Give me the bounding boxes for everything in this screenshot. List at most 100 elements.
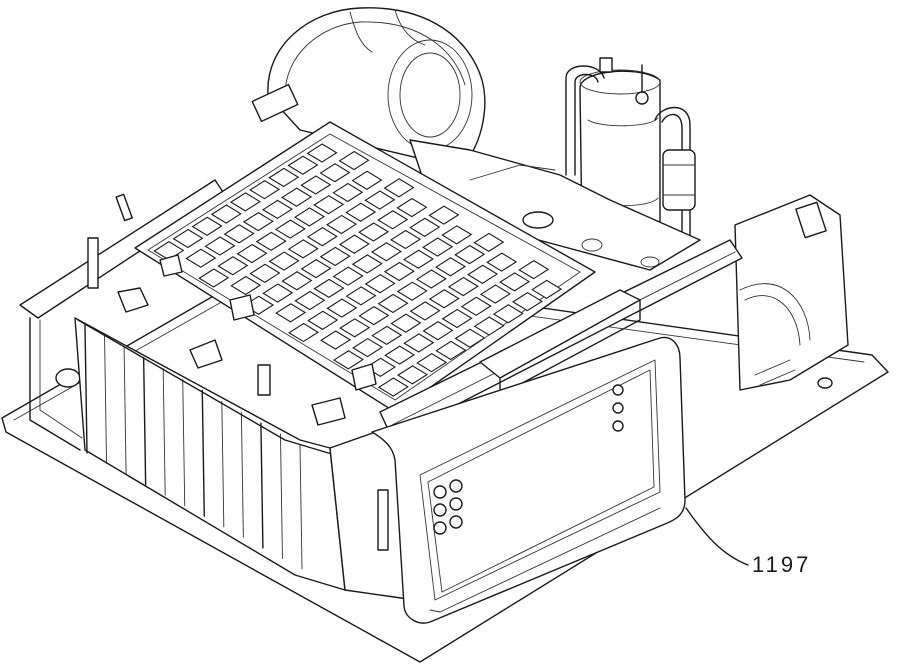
grille-cell	[191, 216, 223, 236]
grille-cell	[204, 236, 236, 256]
grille-cell	[319, 246, 351, 267]
grille-cell	[319, 163, 351, 183]
grille-cell	[217, 256, 249, 276]
front-window-frame	[371, 336, 686, 624]
grille-cell	[396, 197, 428, 218]
grille-cell	[377, 377, 409, 397]
grille-cell	[390, 229, 422, 250]
evaporator-fin	[201, 389, 205, 517]
grille-cell	[454, 328, 486, 348]
grille-cell	[320, 330, 352, 350]
grille-cell	[306, 143, 338, 163]
grille-cell	[467, 264, 499, 284]
grille-cell	[499, 272, 531, 292]
grille-cell	[210, 204, 242, 224]
reference-label: 1197	[752, 552, 811, 577]
grille-cell	[249, 263, 281, 283]
evaporator-fin	[299, 444, 303, 570]
grille-cell	[293, 207, 326, 227]
grille-cell	[409, 301, 441, 321]
grille-cell	[383, 261, 415, 282]
grille-cell	[300, 258, 332, 279]
grille-cell	[268, 167, 300, 188]
grille-cell	[332, 266, 364, 286]
grille-cell	[351, 254, 383, 274]
grille-cell	[332, 350, 364, 370]
evaporator-fin	[260, 422, 264, 549]
grille-cell	[364, 274, 396, 294]
top-grille	[134, 121, 596, 413]
grille-cell	[358, 222, 390, 242]
grille-cell	[229, 192, 261, 212]
grille-cell	[288, 322, 320, 343]
evaporator-block	[74, 317, 416, 601]
evaporator-fin	[142, 357, 147, 486]
grille-cell	[422, 321, 454, 341]
grille-cell	[345, 202, 377, 222]
grille-cell	[352, 337, 384, 358]
evaporator-fin	[280, 433, 283, 559]
right-housing	[734, 194, 849, 391]
grille-cell	[479, 284, 511, 304]
grille-cell	[339, 318, 371, 338]
evaporator-fin	[104, 335, 107, 464]
grille-cell	[473, 232, 505, 253]
grille-cell	[287, 155, 319, 175]
grille-cell	[287, 239, 319, 259]
grille-cell	[236, 243, 268, 264]
grille-cell	[377, 210, 409, 230]
grille-cell	[326, 214, 358, 235]
grille-cell	[338, 234, 370, 254]
grille-cell	[249, 180, 281, 200]
grille-cell	[313, 278, 345, 299]
grille-cell	[364, 190, 396, 210]
grille-cell	[153, 241, 185, 261]
grille-cell	[403, 333, 435, 353]
grille-cell	[492, 304, 524, 324]
grille-cell	[300, 175, 332, 195]
grille-cell	[415, 269, 447, 289]
grille-cell	[332, 182, 364, 203]
grille-cell	[358, 305, 390, 326]
grille-cell	[435, 257, 467, 277]
grille-cell	[390, 313, 422, 333]
evaporator-fin	[240, 411, 244, 538]
evaporator-fin	[84, 324, 88, 454]
grille-cell	[377, 293, 409, 314]
grille-cell	[447, 276, 479, 297]
grille-cell	[261, 199, 293, 220]
grille-cell	[313, 195, 345, 215]
grille-cell	[351, 170, 383, 190]
grille-cell	[198, 268, 230, 288]
grille-cell	[281, 187, 313, 207]
grille-cell	[230, 275, 262, 296]
grille-cell	[383, 178, 415, 198]
evaporator-fin	[162, 368, 166, 496]
callout: 1197	[685, 507, 811, 577]
grille-cell	[435, 340, 467, 361]
grille-cell	[454, 244, 486, 265]
grille-cell	[402, 249, 434, 269]
grille-cell	[460, 296, 492, 316]
grille-cell	[416, 353, 448, 373]
grille-cell	[397, 365, 429, 385]
grille-cell	[242, 211, 274, 232]
grille-cell	[511, 291, 543, 312]
grille-cell	[384, 345, 416, 365]
grille-cell	[441, 308, 473, 329]
grille-cell	[531, 279, 563, 300]
grille-cell	[518, 259, 550, 280]
grille-cell	[338, 150, 370, 171]
grille-cell	[409, 217, 441, 237]
grille-cell	[306, 227, 338, 247]
grille-cell	[274, 219, 306, 239]
evaporator-fin	[182, 379, 186, 507]
grille-cell	[428, 289, 460, 309]
grille-cell	[345, 286, 377, 306]
grille-cell	[255, 231, 287, 252]
grille-cell	[262, 283, 294, 303]
grille-cell	[223, 224, 255, 244]
grille-cell	[326, 298, 358, 318]
